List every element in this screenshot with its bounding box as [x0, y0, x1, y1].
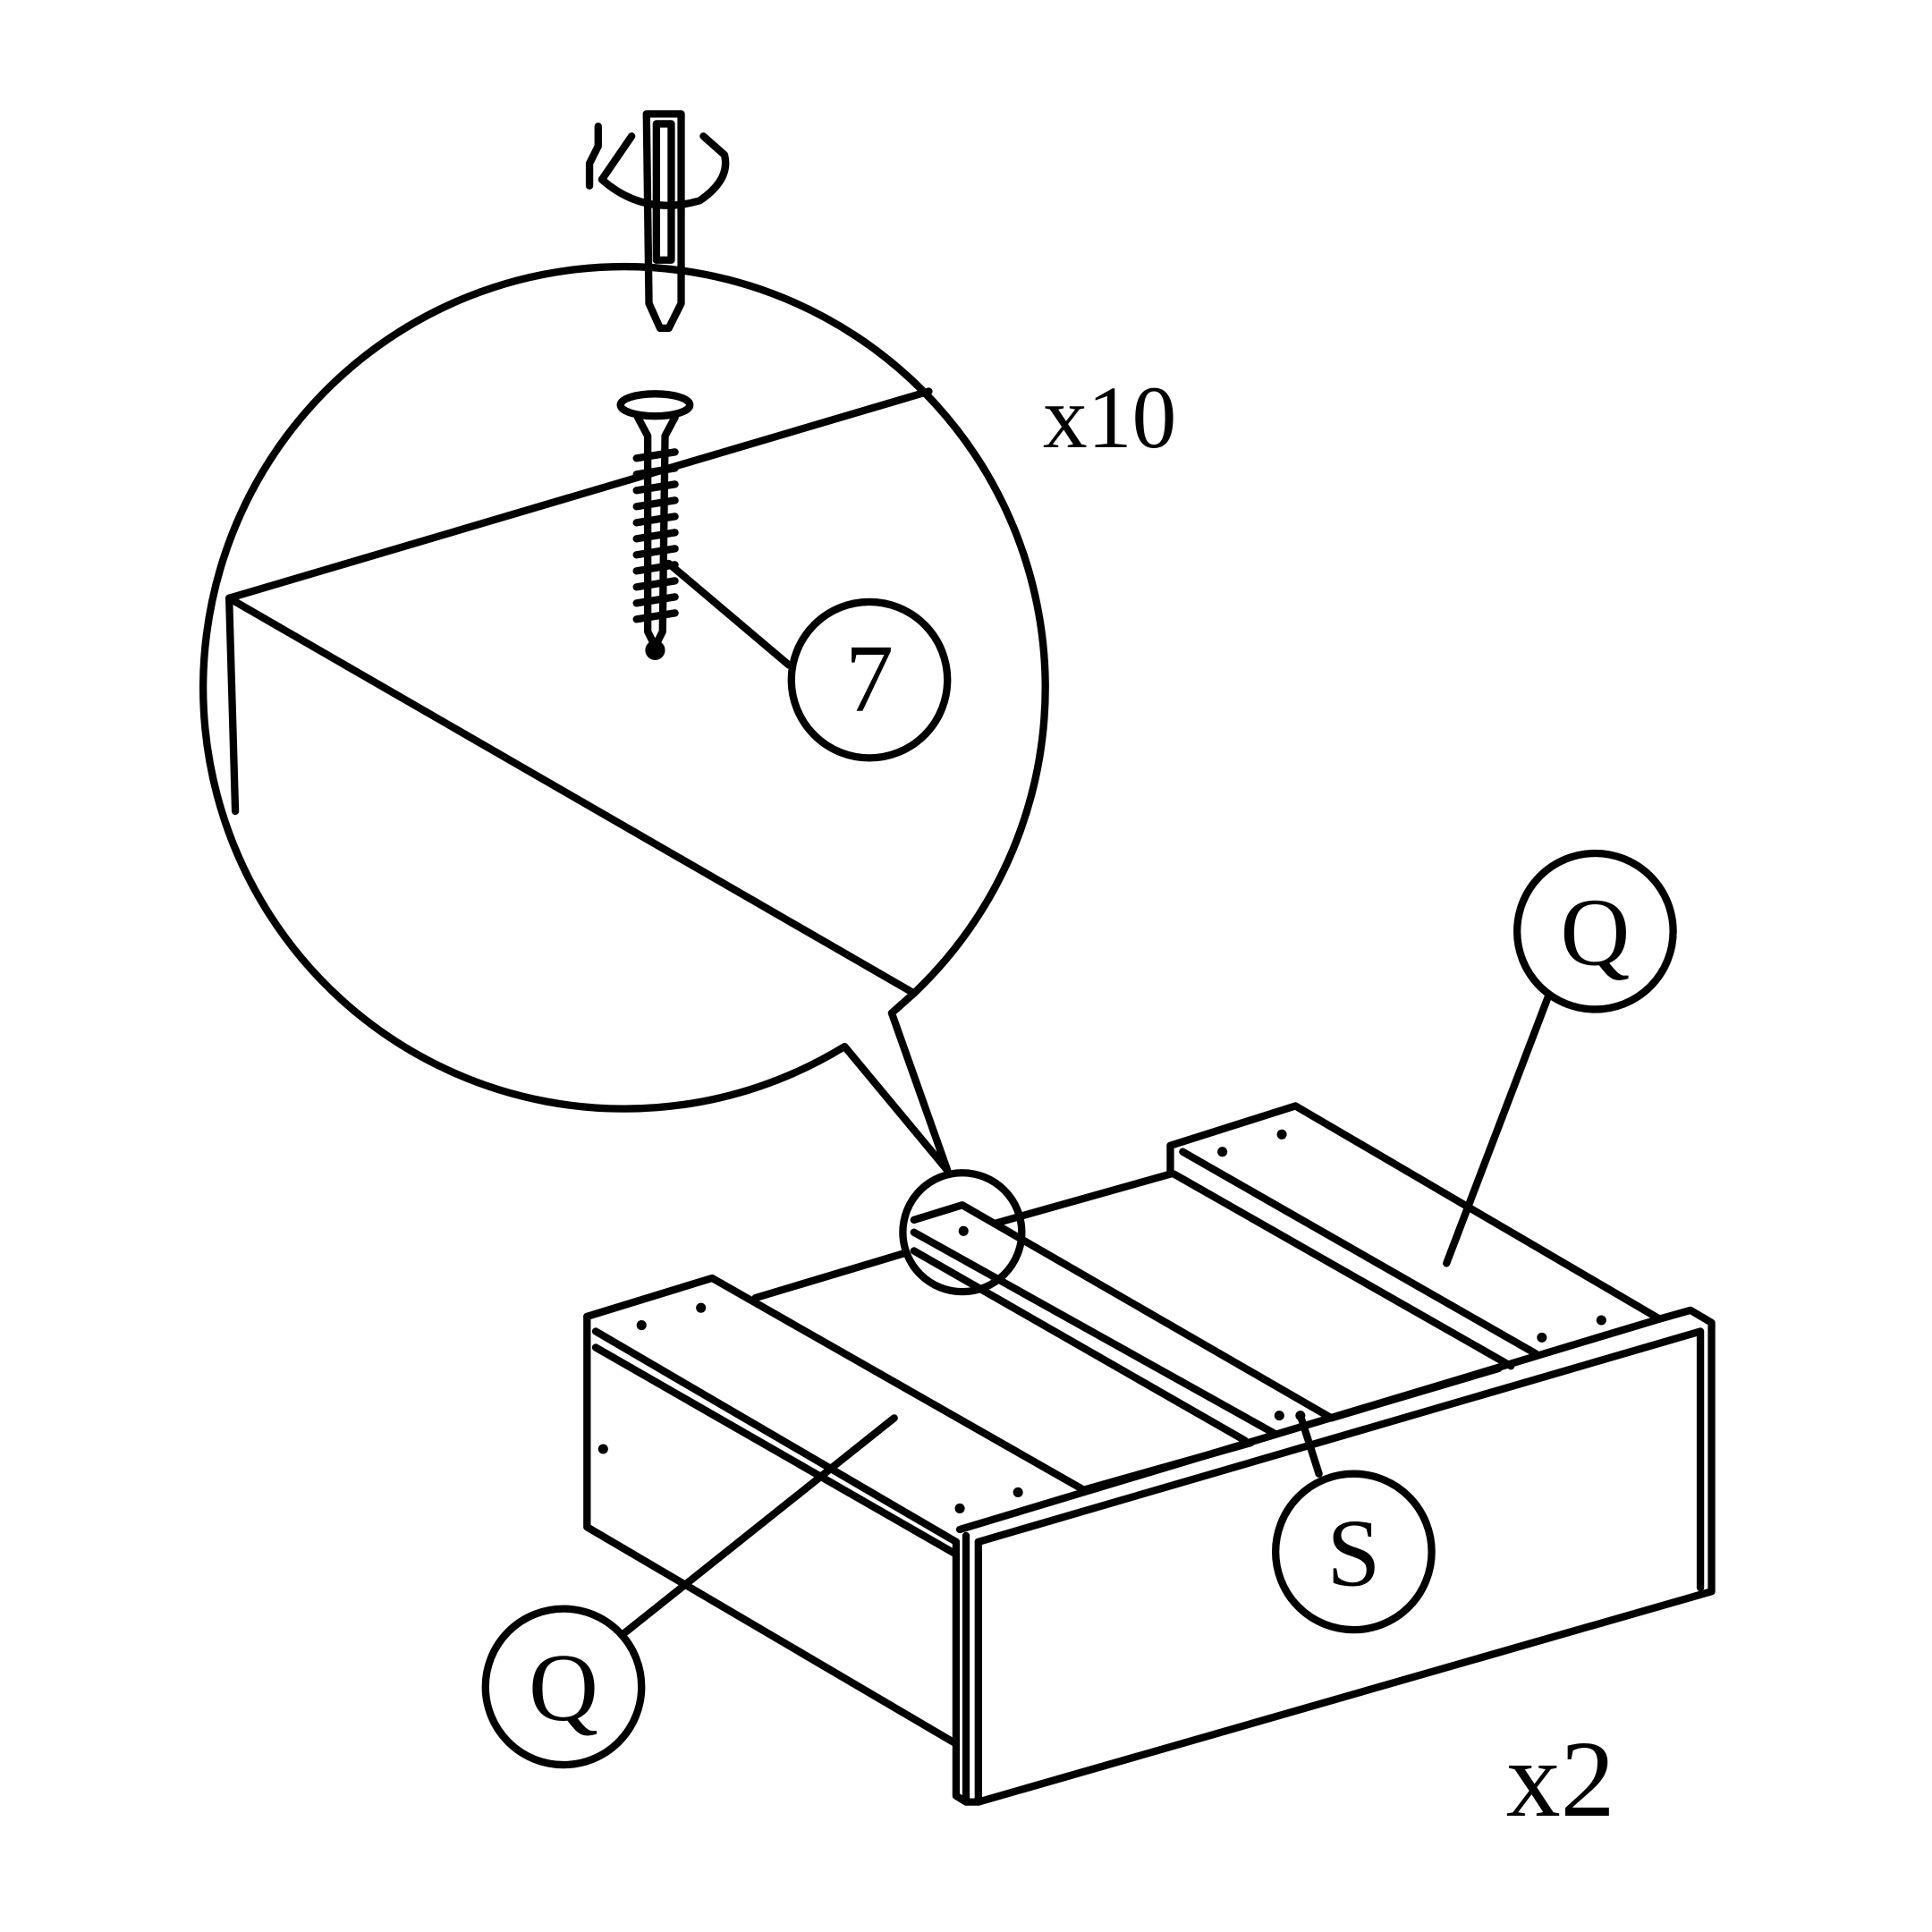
rear-side-groove-1: [1170, 1170, 1515, 1370]
screw-thread: [632, 464, 679, 479]
screw-head-icon: [616, 390, 694, 420]
screw-quantity-label: x10: [1043, 368, 1177, 467]
magnifier-callout: [199, 262, 1049, 1174]
part-7-circle: [787, 597, 952, 762]
screw-hole: [1013, 1487, 1023, 1497]
front-panel-inner: [974, 1327, 1705, 1592]
screw-hole: [1596, 1315, 1606, 1326]
board-edge-bottom: [225, 594, 918, 997]
screw-hole: [1276, 1129, 1287, 1140]
back-panel-edge: [990, 1102, 1664, 1323]
part-q-back-leader-line: [1443, 993, 1552, 1267]
screw-hole: [1217, 1147, 1228, 1157]
screw-tip: [645, 640, 665, 660]
screw-thread: [632, 448, 679, 462]
middle-panel-groove-2: [910, 1247, 1249, 1445]
side-panel-groove-1: [591, 1327, 961, 1546]
rear-side-groove-2: [1179, 1148, 1540, 1358]
screw-hole: [636, 1320, 647, 1331]
screw-hole: [1274, 1411, 1284, 1421]
part-q-side-circle: [481, 1605, 646, 1769]
screw-hole: [597, 1444, 608, 1454]
side-panel-groove-2: [591, 1343, 961, 1558]
screw-thread: [632, 513, 679, 527]
middle-panel-top: [910, 1201, 1335, 1422]
screw-thread: [632, 593, 679, 607]
part-7-leader-line: [665, 559, 793, 669]
screw-hole: [696, 1302, 707, 1313]
screw-thread: [632, 609, 679, 623]
screw-thread: [632, 545, 679, 559]
screwdriver-bit-icon: [642, 110, 685, 333]
panel-label-q-side: Q: [529, 1635, 598, 1741]
screw-part-number: 7: [845, 626, 894, 733]
screw-thread: [632, 496, 679, 511]
rotation-arrow-tail: [585, 123, 602, 190]
board-edge-side: [225, 594, 240, 816]
assembly-quantity-label: x2: [1506, 1719, 1615, 1840]
part-s-circle: [1271, 1470, 1436, 1634]
drawer-assembly-drawing: [199, 110, 1716, 1806]
detail-focus-circle: [899, 1169, 1026, 1296]
back-panel-edge-left: [751, 1250, 908, 1302]
screw-hole: [954, 1503, 965, 1513]
front-panel-outer: [952, 1306, 1716, 1806]
screw-thread: [632, 577, 679, 591]
screw-thread: [632, 529, 679, 543]
side-panel-outline: [583, 1312, 961, 1748]
panel-label-q-back: Q: [1560, 880, 1630, 987]
part-q-back-circle: [1513, 849, 1677, 1013]
part-q-side-leader-line: [622, 1414, 898, 1637]
screw-thread: [632, 480, 679, 495]
side-panel-top-edge: [583, 1274, 1088, 1494]
screw-hole: [958, 1225, 969, 1236]
rotation-arrow-icon: [597, 132, 730, 209]
screwdriver-bit-inner: [652, 120, 675, 264]
part-s-leader-line: [1296, 1411, 1323, 1478]
screw-hole: [1537, 1332, 1547, 1343]
panel-label-s-front: S: [1326, 1500, 1380, 1606]
board-edge-top: [225, 387, 933, 602]
middle-panel-groove-1: [910, 1228, 1280, 1438]
